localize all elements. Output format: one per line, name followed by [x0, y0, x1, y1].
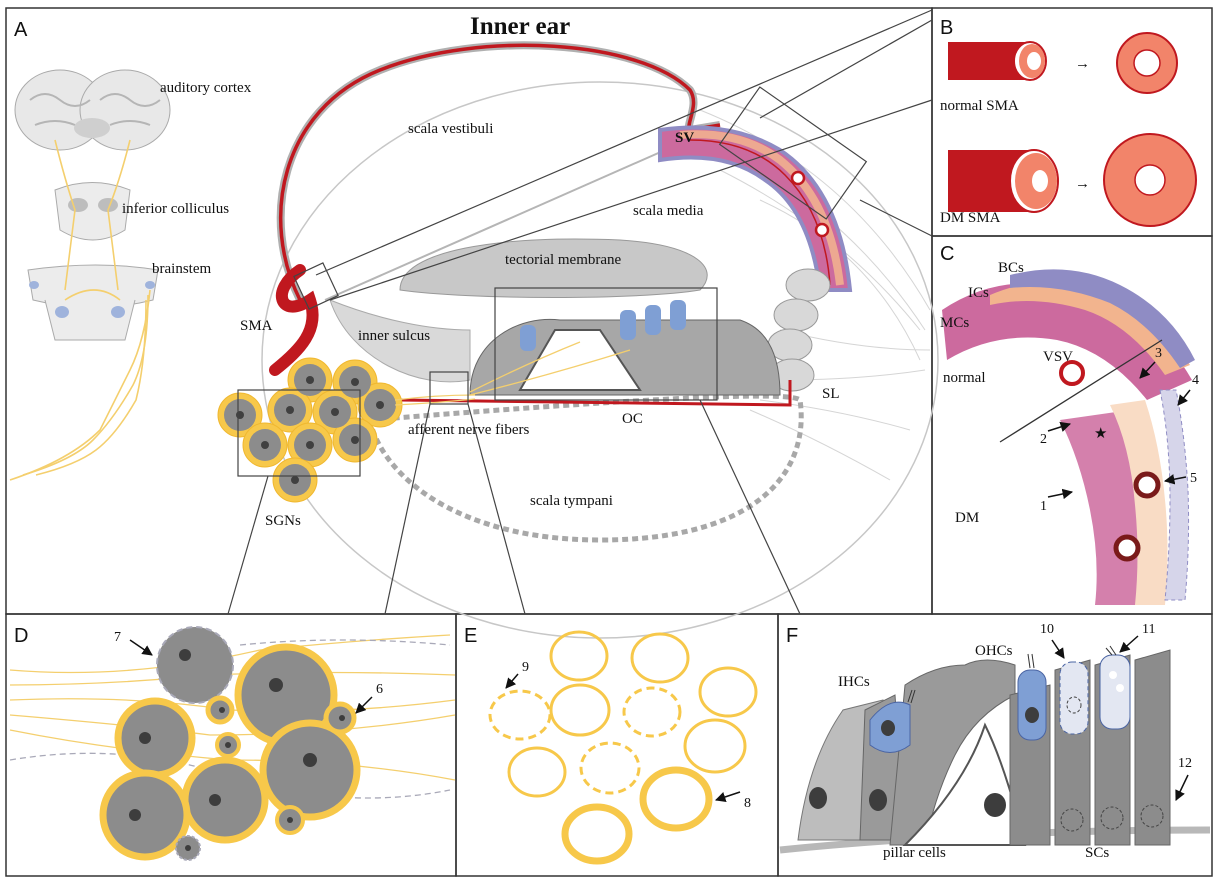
label-sl: SL [822, 386, 840, 402]
label-oc: OC [622, 411, 643, 427]
auditory-pathway [9, 139, 151, 481]
dm-sma-cylinder [948, 149, 1059, 213]
dm-sma-cross-section [1103, 133, 1197, 227]
sgn-cluster [217, 357, 476, 503]
panel-a-letter: A [14, 19, 28, 41]
tectorial-membrane [399, 238, 708, 298]
panel-b-letter: B [940, 17, 953, 39]
label-normal-sma: normal SMA [940, 98, 1019, 114]
vessel-basilar [399, 380, 792, 407]
sv-inset-box [718, 86, 868, 220]
marker-6: 6 [376, 682, 383, 697]
d-arrow-7 [129, 639, 153, 656]
panel-d-letter: D [14, 625, 28, 647]
e-arrow-8 [715, 791, 741, 802]
e-arrow-9 [505, 673, 519, 689]
stria-section-normal [942, 269, 1195, 400]
stria-section-dm [1060, 389, 1190, 605]
marker-4: 4 [1192, 373, 1199, 388]
label-scala-tympani: scala tympani [530, 493, 613, 509]
marker-8: 8 [744, 796, 751, 811]
marker-3: 3 [1155, 346, 1162, 361]
sma-inset-box [293, 262, 339, 310]
vessel-upper [278, 43, 721, 301]
f-arrows [1051, 635, 1189, 801]
marker-1: 1 [1040, 499, 1047, 514]
arrow-normal: → [1075, 56, 1090, 72]
marker-5: 5 [1190, 471, 1197, 486]
label-brainstem: brainstem [152, 261, 211, 277]
normal-sma-cross-section [1116, 32, 1178, 94]
spiral-ligament-cells [767, 268, 831, 392]
c-arrows [1047, 361, 1191, 500]
fiber-inset-box [429, 371, 469, 405]
brain-cortex-icon [14, 69, 171, 151]
label-afferent-nerve-fibers: afferent nerve fibers [408, 422, 529, 438]
sv-vessel [814, 222, 830, 238]
panel-f-frame [777, 613, 1213, 877]
arrow-dm: → [1075, 176, 1090, 192]
star-marker: ★ [1094, 426, 1107, 442]
vsv-normal [1059, 360, 1085, 386]
marker-2: 2 [1040, 432, 1047, 447]
panel-a-title: Inner ear [470, 13, 570, 40]
label-normal: normal [943, 370, 986, 386]
marker-11: 11 [1142, 622, 1155, 637]
oc-inset-box [494, 287, 718, 401]
label-sma: SMA [240, 318, 273, 334]
label-auditory-cortex: auditory cortex [160, 80, 252, 96]
label-dm-sma: DM SMA [940, 210, 1001, 226]
label-dm: DM [955, 510, 979, 526]
scala-tympani-wall [366, 393, 804, 543]
d-arrow-6 [355, 696, 373, 714]
brainstem-icon [27, 264, 159, 341]
label-sv: SV [675, 130, 694, 146]
marker-10: 10 [1040, 622, 1054, 637]
e-fiber-rings [488, 630, 758, 865]
label-tectorial-membrane: tectorial membrane [505, 252, 622, 268]
label-scala-media: scala media [633, 203, 704, 219]
label-inner-sulcus: inner sulcus [358, 328, 430, 344]
label-vsv: VSV [1043, 349, 1073, 365]
vsv-dm [1113, 471, 1161, 562]
label-mcs: MCs [940, 315, 969, 331]
f-hair-cells [869, 645, 1131, 753]
midbrain-icon [54, 182, 131, 241]
label-ics: ICs [968, 285, 989, 301]
sv-vessel [790, 170, 806, 186]
marker-12: 12 [1178, 756, 1192, 771]
panel-e-letter: E [464, 625, 477, 647]
marker-9: 9 [522, 660, 529, 675]
marker-7: 7 [114, 630, 121, 645]
label-inferior-colliculus: inferior colliculus [122, 201, 229, 217]
label-ohcs: OHCs [975, 643, 1013, 659]
inner-sulcus [329, 299, 471, 383]
sma-vessel [269, 264, 319, 376]
connector-lines [227, 9, 933, 615]
d-neurons [99, 626, 361, 861]
divider-line [999, 339, 1163, 443]
label-ihcs: IHCs [838, 674, 870, 690]
panel-f-letter: F [786, 625, 798, 647]
sgn-inset-box [237, 389, 361, 477]
label-pillar-cells: pillar cells [883, 845, 946, 861]
normal-sma-cylinder [948, 41, 1047, 81]
sv-capillary [689, 139, 831, 286]
organ-of-corti [469, 300, 781, 396]
panel-c-letter: C [940, 243, 954, 265]
label-scala-vestibuli: scala vestibuli [408, 121, 493, 137]
label-bcs: BCs [998, 260, 1024, 276]
label-sgns: SGNs [265, 513, 301, 529]
label-scs: SCs [1085, 845, 1109, 861]
cochlea-outline [261, 81, 939, 639]
